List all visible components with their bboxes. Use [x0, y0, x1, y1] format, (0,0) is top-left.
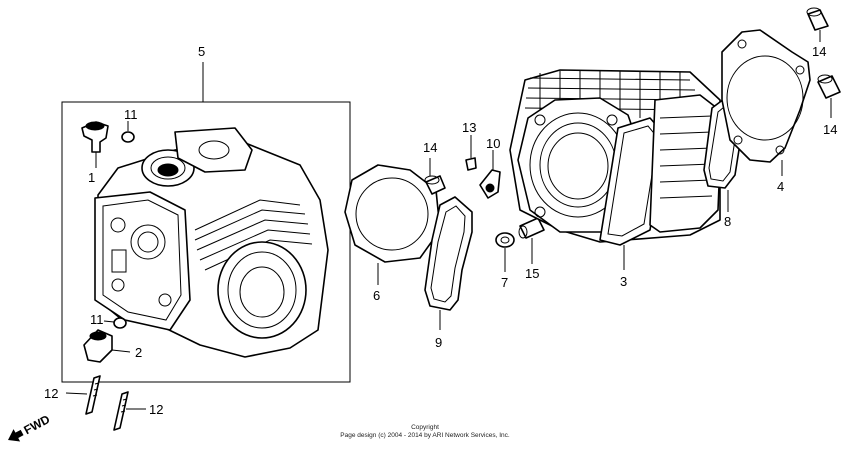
part-3-cylinder[interactable] [509, 69, 723, 270]
part-15-dowel-pin[interactable] [518, 217, 545, 264]
part-14-dowel-pin-middle[interactable] [424, 158, 446, 195]
part-14-dowel-pin-right[interactable] [817, 74, 841, 118]
part-10-oil-guide-plate[interactable] [479, 150, 501, 199]
part-4-cylinder-base-gasket[interactable] [721, 29, 811, 176]
part-11-o-ring-upper[interactable] [121, 121, 135, 143]
cylinder-head[interactable] [61, 101, 351, 383]
part-1-tappet-adjuster[interactable] [81, 121, 109, 168]
footer-copyright: Copyright [411, 424, 439, 431]
callout-14-middle: 14 [423, 140, 437, 155]
callout-14-right: 14 [823, 122, 837, 137]
part-12-stud-bolt-b[interactable] [113, 391, 146, 431]
callout-12-left: 12 [44, 386, 58, 401]
part-12-stud-bolt-a[interactable] [65, 375, 101, 415]
callout-11-lower: 11 [90, 312, 104, 327]
callout-12-right: 12 [149, 402, 163, 417]
callout-2: 2 [135, 345, 142, 360]
callout-8: 8 [724, 214, 731, 229]
part-2-tappet-cap[interactable] [83, 329, 131, 363]
part-11-o-ring-lower[interactable] [103, 317, 127, 329]
part-6-head-gasket[interactable] [344, 164, 441, 285]
footer-notice: Page design (c) 2004 - 2014 by ARI Netwo… [340, 432, 510, 439]
callout-9: 9 [435, 335, 442, 350]
callout-4: 4 [777, 179, 784, 194]
callout-10: 10 [486, 136, 500, 151]
callout-11-upper: 11 [124, 107, 138, 122]
cylinder-head-group-box [61, 101, 351, 383]
part-13-bolt[interactable] [465, 135, 477, 171]
callout-3: 3 [620, 274, 627, 289]
arrow-left-icon [8, 429, 24, 442]
callout-1: 1 [88, 170, 95, 185]
part-9-tensioner-gasket[interactable] [424, 196, 473, 330]
callout-13: 13 [462, 120, 476, 135]
callout-5: 5 [198, 44, 205, 59]
callout-15: 15 [525, 266, 539, 281]
callout-7: 7 [501, 275, 508, 290]
callout-6: 6 [373, 288, 380, 303]
part-7-collar[interactable] [495, 232, 515, 272]
part-14-dowel-pin-top[interactable] [806, 7, 829, 42]
callout-14-top: 14 [812, 44, 826, 59]
